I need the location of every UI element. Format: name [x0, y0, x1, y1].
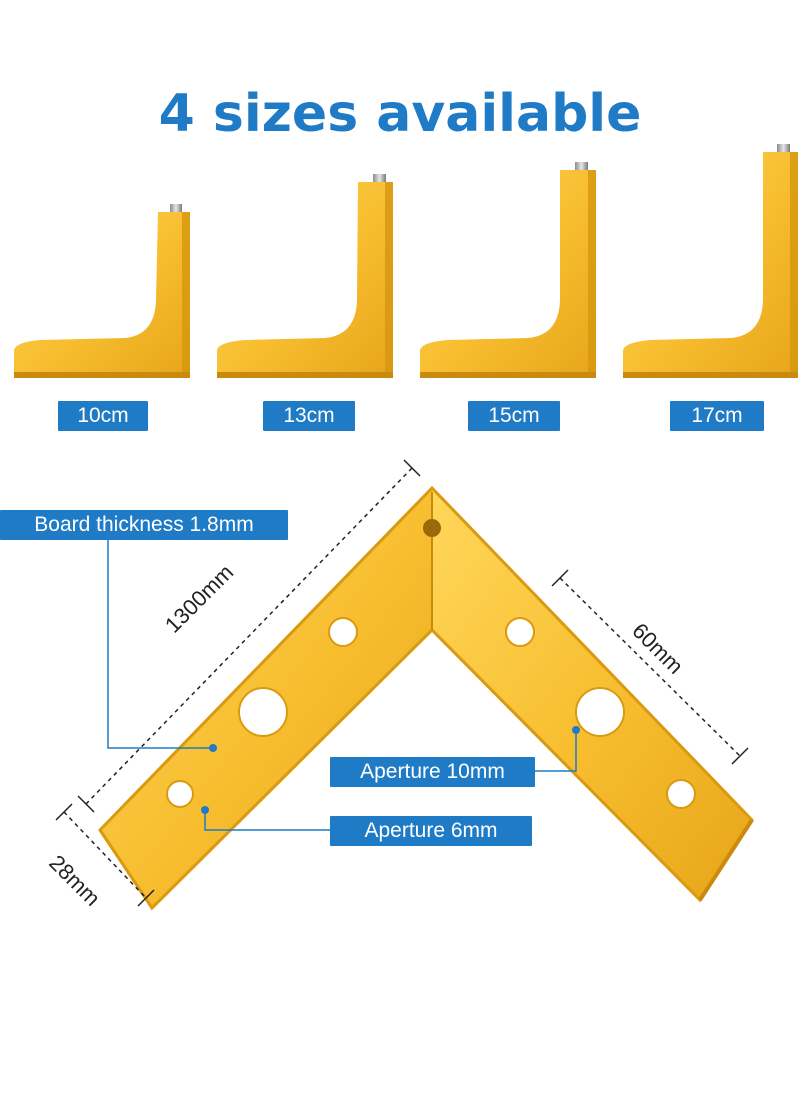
hole-right-small-lower [666, 779, 696, 809]
hole-right-small-upper [505, 617, 535, 647]
dimension-lines [55, 459, 749, 907]
hole-right-large [575, 687, 625, 737]
hole-left-large [238, 687, 288, 737]
size-label-15cm: 15cm [468, 401, 560, 431]
headline: 4 sizes available [158, 84, 642, 144]
hole-left-small-lower [166, 780, 194, 808]
callout-aperture-10mm: Aperture 10mm [330, 757, 535, 787]
callout-leaders [107, 537, 577, 831]
callout-board-thickness: Board thickness 1.8mm [0, 510, 288, 540]
hole-left-small-upper [328, 617, 358, 647]
leg-15cm [420, 162, 596, 378]
leg-10cm [14, 204, 190, 378]
callout-aperture-6mm: Aperture 6mm [330, 816, 532, 846]
size-label-13cm: 13cm [263, 401, 355, 431]
size-label-10cm: 10cm [58, 401, 148, 431]
corner-hole [423, 519, 441, 537]
leg-17cm [623, 144, 798, 378]
leader-dot-aperture-10 [572, 726, 580, 734]
leader-dot-aperture-6 [201, 806, 209, 814]
leader-dot-board [209, 744, 217, 752]
flat-bracket [98, 485, 754, 911]
leg-13cm [217, 174, 393, 378]
size-label-17cm: 17cm [670, 401, 764, 431]
